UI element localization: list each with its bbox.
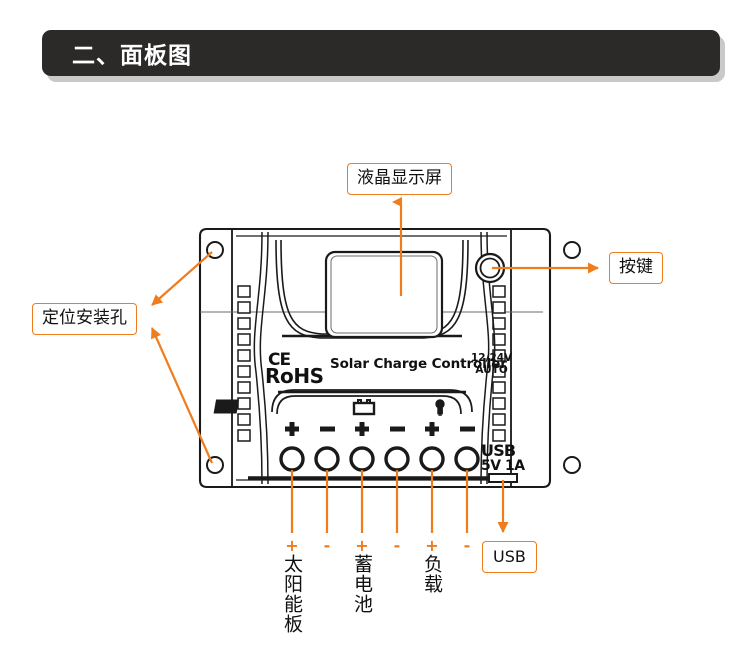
mounting-hole-top-right: [563, 241, 581, 259]
callout-usb[interactable]: USB: [482, 541, 537, 573]
usb-port-label: USB: [481, 441, 516, 460]
rohs-mark-text: RoHS: [265, 364, 324, 388]
terminal-load-minus: [454, 446, 480, 472]
mounting-holes: [206, 241, 581, 474]
terminal-load-plus: [419, 446, 445, 472]
push-button[interactable]: [474, 252, 506, 284]
mounting-hole-top-left: [206, 241, 224, 259]
polarity-sign-solar-minus: -: [323, 536, 331, 555]
terminal-solar-plus: [279, 446, 305, 472]
polarity-sign-battery-minus: -: [393, 536, 401, 555]
terminal-solar-minus: [314, 446, 340, 472]
heatsink-fins-left: [237, 285, 251, 442]
terminal-block-recess: [271, 389, 473, 415]
polarity-sign-load-minus: -: [463, 536, 471, 555]
body-contour-curves: [253, 231, 496, 485]
ce-mark-text: CE: [268, 350, 291, 370]
section-heading: 二、面板图: [72, 43, 192, 69]
polarity-sign-load-plus: +: [425, 536, 439, 555]
voltage-rating-text: 12/24V AUTO: [471, 352, 512, 377]
usb-rating-text: USB 5V 1A: [481, 441, 525, 474]
terminal-battery-minus: [384, 446, 410, 472]
callout-button[interactable]: 按键: [609, 252, 663, 284]
voltage-line-1: 12/24V: [471, 352, 513, 364]
usb-port-rating: 5V 1A: [481, 458, 525, 474]
section-header-bar: 二、面板图: [42, 30, 720, 76]
device-model-text: Solar Charge Controller: [330, 356, 507, 372]
terminal-battery-plus: [349, 446, 375, 472]
battery-icon: [352, 399, 376, 416]
lamp-icon: [435, 399, 445, 416]
callout-mounting-hole[interactable]: 定位安装孔: [32, 303, 137, 335]
polarity-sign-battery-plus: +: [355, 536, 369, 555]
mounting-hole-bottom-right: [563, 456, 581, 474]
lcd-screen: [324, 250, 444, 339]
solar-panel-icon: [213, 399, 308, 414]
callout-lcd-screen[interactable]: 液晶显示屏: [347, 163, 452, 195]
polarity-sign-solar-plus: +: [285, 536, 299, 555]
leader-line-mount-top: [151, 251, 213, 306]
heatsink-fins-right: [492, 285, 506, 442]
mounting-hole-bottom-left: [206, 456, 224, 474]
terminal-group-label-battery: 蓄电池: [351, 554, 373, 614]
terminal-ports: [279, 422, 480, 472]
leader-line-mount-bottom: [150, 327, 214, 464]
terminal-group-label-solar: 太阳能板: [281, 554, 303, 634]
voltage-line-2: AUTO: [475, 364, 508, 377]
terminal-group-label-load: 负载: [421, 554, 443, 594]
